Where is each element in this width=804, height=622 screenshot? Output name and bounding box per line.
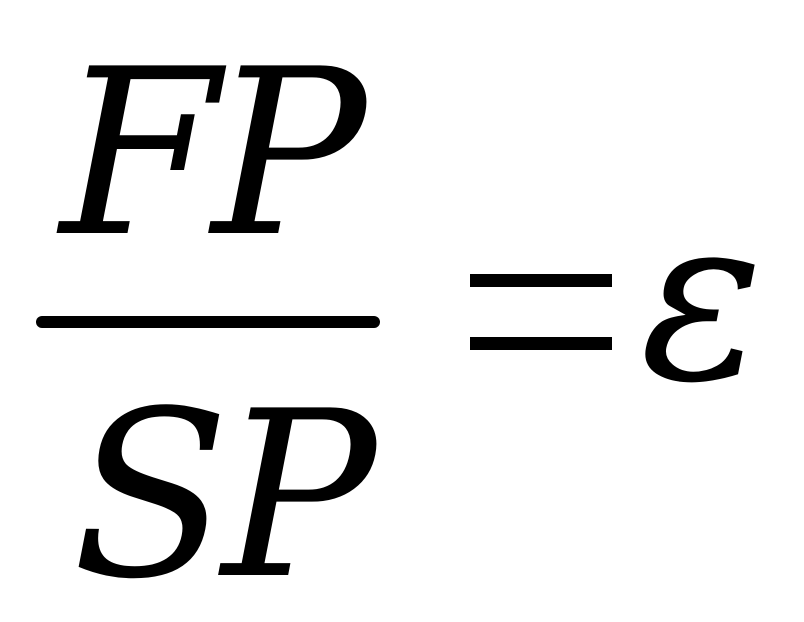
fraction-denominator: SP	[72, 363, 376, 622]
equals-sign	[470, 274, 612, 352]
fraction-bar	[36, 316, 380, 328]
epsilon-symbol: ε	[640, 166, 764, 433]
equals-bar-bottom	[470, 337, 612, 350]
fraction-numerator: FP	[60, 21, 366, 288]
equals-bar-top	[470, 274, 612, 287]
